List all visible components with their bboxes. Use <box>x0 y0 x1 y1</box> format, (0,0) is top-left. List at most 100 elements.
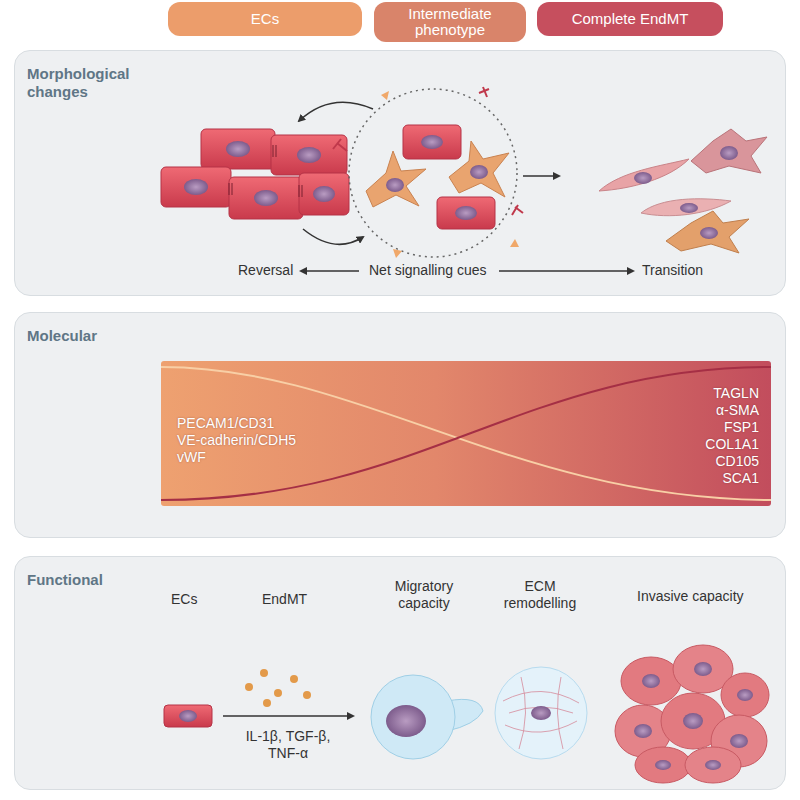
annotation-label: Transition <box>642 262 703 279</box>
marker-band: PECAM1/CD31VE-cadherin/CDH5vWF TAGLNα-SMA… <box>161 361 771 506</box>
annotation-label: ECs <box>171 591 197 608</box>
invasive-cluster <box>621 657 681 705</box>
transition-arrows <box>303 229 363 244</box>
mesenchymal-cells <box>691 129 767 173</box>
section-heading: Morphological changes <box>27 65 147 101</box>
mesenchymal-cells <box>599 129 767 253</box>
intermediate-circle <box>403 125 461 159</box>
endothelial-cell <box>164 705 212 727</box>
invasive-cluster <box>634 724 652 738</box>
mesenchymal-cells <box>680 203 698 213</box>
stage-label: ECs <box>251 11 279 27</box>
section-panel: Molecular PECAM1/CD31VE-cadherin/CDH5vWF… <box>14 312 786 538</box>
invasive-cluster <box>655 760 671 770</box>
endmt-arrow <box>223 715 353 717</box>
endothelial-cell <box>179 710 197 722</box>
endothelial-cluster <box>161 167 231 207</box>
invasive-cluster <box>615 645 769 783</box>
cytokine-dots <box>290 675 298 683</box>
marker-column: TAGLNα-SMAFSP1COL1A1CD105SCA1 <box>705 385 759 487</box>
endothelial-cluster <box>229 145 302 197</box>
annotation-label: EndMT <box>262 591 307 608</box>
endothelial-cluster <box>184 179 208 195</box>
endothelial-cluster <box>299 173 349 215</box>
marker-name: SCA1 <box>705 470 759 487</box>
transition-arrows <box>523 175 559 177</box>
mesenchymal-cells <box>720 146 738 160</box>
annotation-label: Reversal <box>238 262 293 279</box>
intermediate-circle <box>455 206 477 220</box>
migratory-cell <box>371 675 455 759</box>
expression-curves <box>161 367 771 500</box>
intermediate-circle <box>386 178 404 192</box>
mesenchymal-cells <box>700 227 718 239</box>
annotation-label: IL-1β, TGF-β, TNF-α <box>233 728 343 762</box>
stage-pill: ECs <box>168 2 362 36</box>
endothelial-cell <box>164 705 212 727</box>
invasive-cluster <box>711 715 767 767</box>
marker-name: FSP1 <box>705 419 759 436</box>
mesenchymal-cells <box>641 199 731 216</box>
migratory-cell <box>447 699 483 731</box>
endothelial-cluster <box>229 177 303 219</box>
invasive-cluster <box>685 747 741 783</box>
endothelial-cluster <box>313 186 335 202</box>
ecm-remodelling-figure <box>531 706 551 720</box>
transition-arrows <box>299 102 373 121</box>
migratory-cell <box>386 705 426 737</box>
intermediate-circle <box>381 91 519 258</box>
mesenchymal-cells <box>599 159 689 191</box>
section-panel: Morphological changes <box>14 50 786 296</box>
stage-pill: Complete EndMT <box>537 2 723 36</box>
cytokine-dots <box>263 699 271 707</box>
intermediate-circle <box>366 151 426 207</box>
stage-pill: Intermediate phenotype <box>374 2 526 42</box>
transition-arrows <box>301 270 359 272</box>
marker-name: CD105 <box>705 453 759 470</box>
invasive-cluster <box>705 760 721 770</box>
invasive-cluster <box>635 747 691 783</box>
transition-arrows <box>499 270 633 272</box>
annotation-label: ECM remodelling <box>490 578 590 612</box>
ecm-remodelling-figure <box>503 677 579 749</box>
intermediate-circle <box>421 135 443 149</box>
invasive-cluster <box>721 673 769 717</box>
intermediate-circle <box>349 89 517 257</box>
expression-curves <box>161 367 771 500</box>
cytokine-dots <box>260 669 268 677</box>
invasive-cluster <box>642 674 660 688</box>
invasive-cluster <box>737 689 753 701</box>
marker-name: vWF <box>177 449 296 466</box>
ecm-remodelling-figure <box>495 667 587 759</box>
marker-name: TAGLN <box>705 385 759 402</box>
mesenchymal-cells <box>666 211 749 253</box>
annotation-label: Invasive capacity <box>637 588 744 605</box>
invasive-cluster <box>730 734 748 748</box>
intermediate-circle <box>333 87 523 215</box>
marker-name: PECAM1/CD31 <box>177 415 296 432</box>
intermediate-circle <box>449 141 509 197</box>
endothelial-cluster <box>161 129 349 219</box>
transition-arrows <box>299 102 633 271</box>
annotation-label: Migratory capacity <box>382 578 466 612</box>
invasive-cluster <box>683 713 703 729</box>
marker-name: VE-cadherin/CDH5 <box>177 432 296 449</box>
endothelial-cluster <box>254 190 278 206</box>
cytokine-dots <box>245 683 253 691</box>
endothelial-cluster <box>226 141 250 157</box>
section-heading: Functional <box>27 571 227 589</box>
marker-name: α-SMA <box>705 402 759 419</box>
intermediate-circle <box>470 165 488 179</box>
stage-label: Complete EndMT <box>572 11 689 27</box>
annotation-label: Net signalling cues <box>369 262 487 279</box>
cytokine-dots <box>245 669 311 707</box>
endothelial-cluster <box>297 147 321 163</box>
cytokine-dots <box>303 691 311 699</box>
migratory-cell <box>371 675 483 759</box>
section-heading: Molecular <box>27 327 227 345</box>
endothelial-cluster <box>201 129 275 169</box>
ecm-remodelling-figure <box>495 667 587 759</box>
invasive-cluster <box>615 705 671 757</box>
invasive-cluster <box>673 645 733 693</box>
invasive-cluster <box>694 662 712 676</box>
